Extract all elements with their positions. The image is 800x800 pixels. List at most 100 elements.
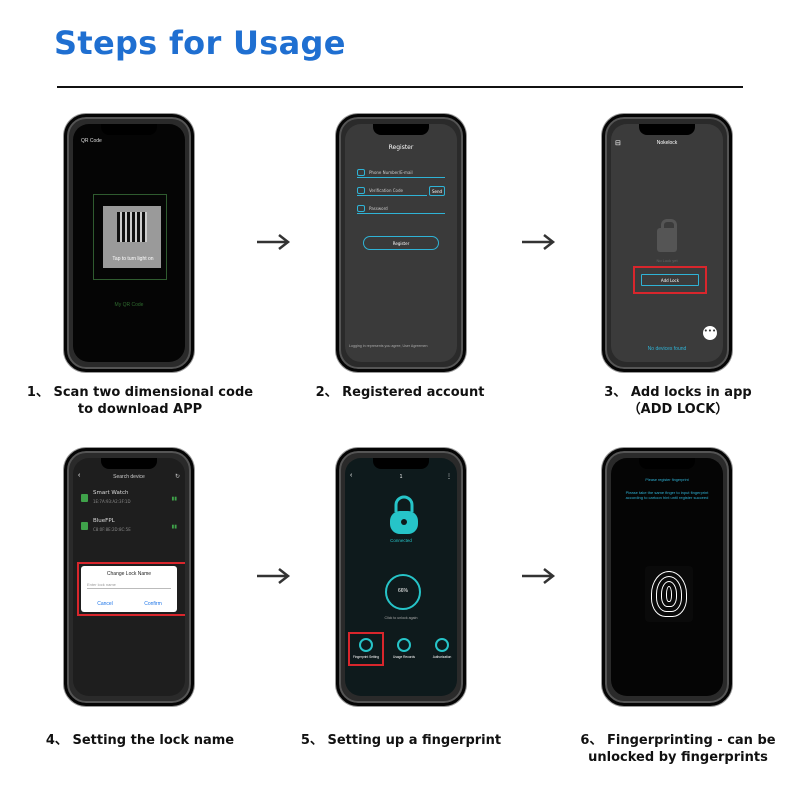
scan-frame xyxy=(93,194,167,280)
connected-status: Connected xyxy=(390,538,412,543)
authorization-icon xyxy=(435,638,449,652)
register-screen: Register Phone Number/E-mail Verificatio… xyxy=(345,124,457,362)
step-4-caption-line1: 4、 Setting the lock name xyxy=(45,733,235,748)
step-6-caption: 6、 Fingerprinting - can be unlocked by f… xyxy=(572,732,784,766)
tab-fingerprint-setting[interactable]: Fingerprint Setting xyxy=(351,638,381,659)
verification-placeholder: Verification Code xyxy=(369,188,403,193)
phone-notch xyxy=(101,124,157,135)
register-header: Register xyxy=(388,144,414,151)
verification-field[interactable]: Verification Code xyxy=(357,186,427,196)
search-device-screen: ‹ Search device ↻ Smart Watch 1E:7A:93:A… xyxy=(73,458,185,696)
qr-screen: QR Code Tap to turn light on My QR Code xyxy=(73,124,185,362)
step-1-caption: 1、 Scan two dimensional code to download… xyxy=(20,384,260,418)
password-placeholder: Password xyxy=(369,206,388,211)
phone-notch xyxy=(373,458,429,469)
lock-name-input[interactable]: Enter lock name xyxy=(87,580,171,589)
step-3-caption-line1: 3、 Add locks in app xyxy=(604,385,752,400)
fingerprint-icon xyxy=(359,638,373,652)
refresh-icon[interactable]: ↻ xyxy=(174,474,180,480)
records-icon xyxy=(397,638,411,652)
rename-dialog: Change Lock Name Enter lock name Cancel … xyxy=(81,566,177,612)
qr-screen-header: QR Code xyxy=(81,138,102,144)
app-header: Nokelock xyxy=(656,140,678,146)
signal-icon: ▮▮ xyxy=(171,496,177,502)
lock-header: 1 xyxy=(399,474,403,480)
lock-icon xyxy=(81,522,88,530)
step-2-caption-line1: 2、 Registered account xyxy=(315,385,485,400)
arrow-icon xyxy=(522,234,556,250)
agreement-text[interactable]: Logging in represents you agree, User Ag… xyxy=(349,344,428,348)
send-code-button[interactable]: Send xyxy=(429,186,445,196)
fingerprint-register-screen: Please register fingerprint Please take … xyxy=(611,458,723,696)
arrow-icon xyxy=(522,568,556,584)
step-6-caption-line2: unlocked by fingerprints xyxy=(588,750,768,765)
no-lock-text: No Lock yet xyxy=(656,258,678,263)
step-1-caption-line2: to download APP xyxy=(77,402,203,417)
password-field[interactable]: Password xyxy=(357,204,445,214)
my-qr-link[interactable]: My QR Code xyxy=(114,302,144,308)
device-mac: 1E:7A:93:A2:3F:1D xyxy=(93,499,131,504)
tab-authorization[interactable]: Authorization xyxy=(427,638,457,659)
step-6-caption-line1: 6、 Fingerprinting - can be xyxy=(580,733,776,748)
lock-icon xyxy=(657,219,677,252)
device-row[interactable]: Smart Watch 1E:7A:93:A2:3F:1D ▮▮ xyxy=(81,490,177,512)
phone-email-field[interactable]: Phone Number/E-mail xyxy=(357,168,445,178)
unlock-hint: Click to unlock again xyxy=(384,616,418,620)
step-3-caption: 3、 Add locks in app （ADD LOCK） xyxy=(578,384,778,418)
phone-step-1: QR Code Tap to turn light on My QR Code xyxy=(64,114,194,372)
title-underline xyxy=(57,86,743,88)
add-lock-button[interactable]: Add Lock xyxy=(641,274,699,286)
phone-step-4: ‹ Search device ↻ Smart Watch 1E:7A:93:A… xyxy=(64,448,194,706)
lock-icon xyxy=(357,205,365,212)
signal-icon: ▮▮ xyxy=(171,524,177,530)
arrow-icon xyxy=(257,234,291,250)
arrow-icon xyxy=(257,568,291,584)
phone-notch xyxy=(373,124,429,135)
device-row[interactable]: BlueFPL C8:0F:8E:2D:8C:5E ▮▮ xyxy=(81,518,177,540)
page-title: Steps for Usage xyxy=(54,24,346,62)
more-options-button[interactable]: ••• xyxy=(703,326,717,340)
lock-control-screen: ‹ 1 ⋮ Connected 66% Click to unlock agai… xyxy=(345,458,457,696)
fingerprint-header: Please register fingerprint xyxy=(645,478,689,482)
back-icon[interactable]: ‹ xyxy=(350,472,353,479)
highlight-box xyxy=(348,632,384,666)
phone-notch xyxy=(101,458,157,469)
phone-notch xyxy=(639,124,695,135)
padlock-icon[interactable] xyxy=(387,494,421,536)
phone-step-5: ‹ 1 ⋮ Connected 66% Click to unlock agai… xyxy=(336,448,466,706)
device-name: Smart Watch xyxy=(93,490,129,496)
battery-ring xyxy=(385,574,421,610)
settings-icon[interactable]: ⋮ xyxy=(446,474,452,480)
step-5-caption-line1: 5、 Setting up a fingerprint xyxy=(300,733,502,748)
cancel-button[interactable]: Cancel xyxy=(97,601,113,607)
step-1-caption-line1: 1、 Scan two dimensional code xyxy=(26,385,254,400)
add-lock-screen: Nokelock ⊟ No Lock yet Add Lock ••• No d… xyxy=(611,124,723,362)
back-icon[interactable]: ‹ xyxy=(78,472,81,479)
step-3-caption-line2: （ADD LOCK） xyxy=(627,402,729,417)
confirm-button[interactable]: Confirm xyxy=(144,601,162,607)
step-5-caption: 5、 Setting up a fingerprint xyxy=(296,732,506,749)
menu-icon[interactable]: ⊟ xyxy=(615,140,621,147)
fingerprint-instruction: Please take the same finger to input fin… xyxy=(625,490,709,500)
user-icon xyxy=(357,169,365,176)
tap-light-text[interactable]: Tap to turn light on xyxy=(112,256,154,262)
device-mac: C8:0F:8E:2D:8C:5E xyxy=(93,527,131,532)
tab-label: Usage Records xyxy=(393,655,415,659)
tab-usage-records[interactable]: Usage Records xyxy=(389,638,419,659)
battery-level: 66% xyxy=(397,588,408,594)
phone-notch xyxy=(639,458,695,469)
tab-label: Fingerprint Setting xyxy=(352,655,380,659)
message-icon xyxy=(357,187,365,194)
phone-step-2: Register Phone Number/E-mail Verificatio… xyxy=(336,114,466,372)
search-device-header: Search device xyxy=(113,474,145,480)
lock-icon xyxy=(81,494,88,502)
highlight-box xyxy=(77,562,185,616)
phone-step-3: Nokelock ⊟ No Lock yet Add Lock ••• No d… xyxy=(602,114,732,372)
phone-email-placeholder: Phone Number/E-mail xyxy=(369,170,413,175)
qr-code-icon xyxy=(117,212,147,242)
device-name: BlueFPL xyxy=(93,518,115,524)
register-button[interactable]: Register xyxy=(363,236,439,250)
no-devices-text: No devices found xyxy=(647,346,687,352)
highlight-box xyxy=(633,266,707,294)
step-4-caption: 4、 Setting the lock name xyxy=(30,732,250,749)
